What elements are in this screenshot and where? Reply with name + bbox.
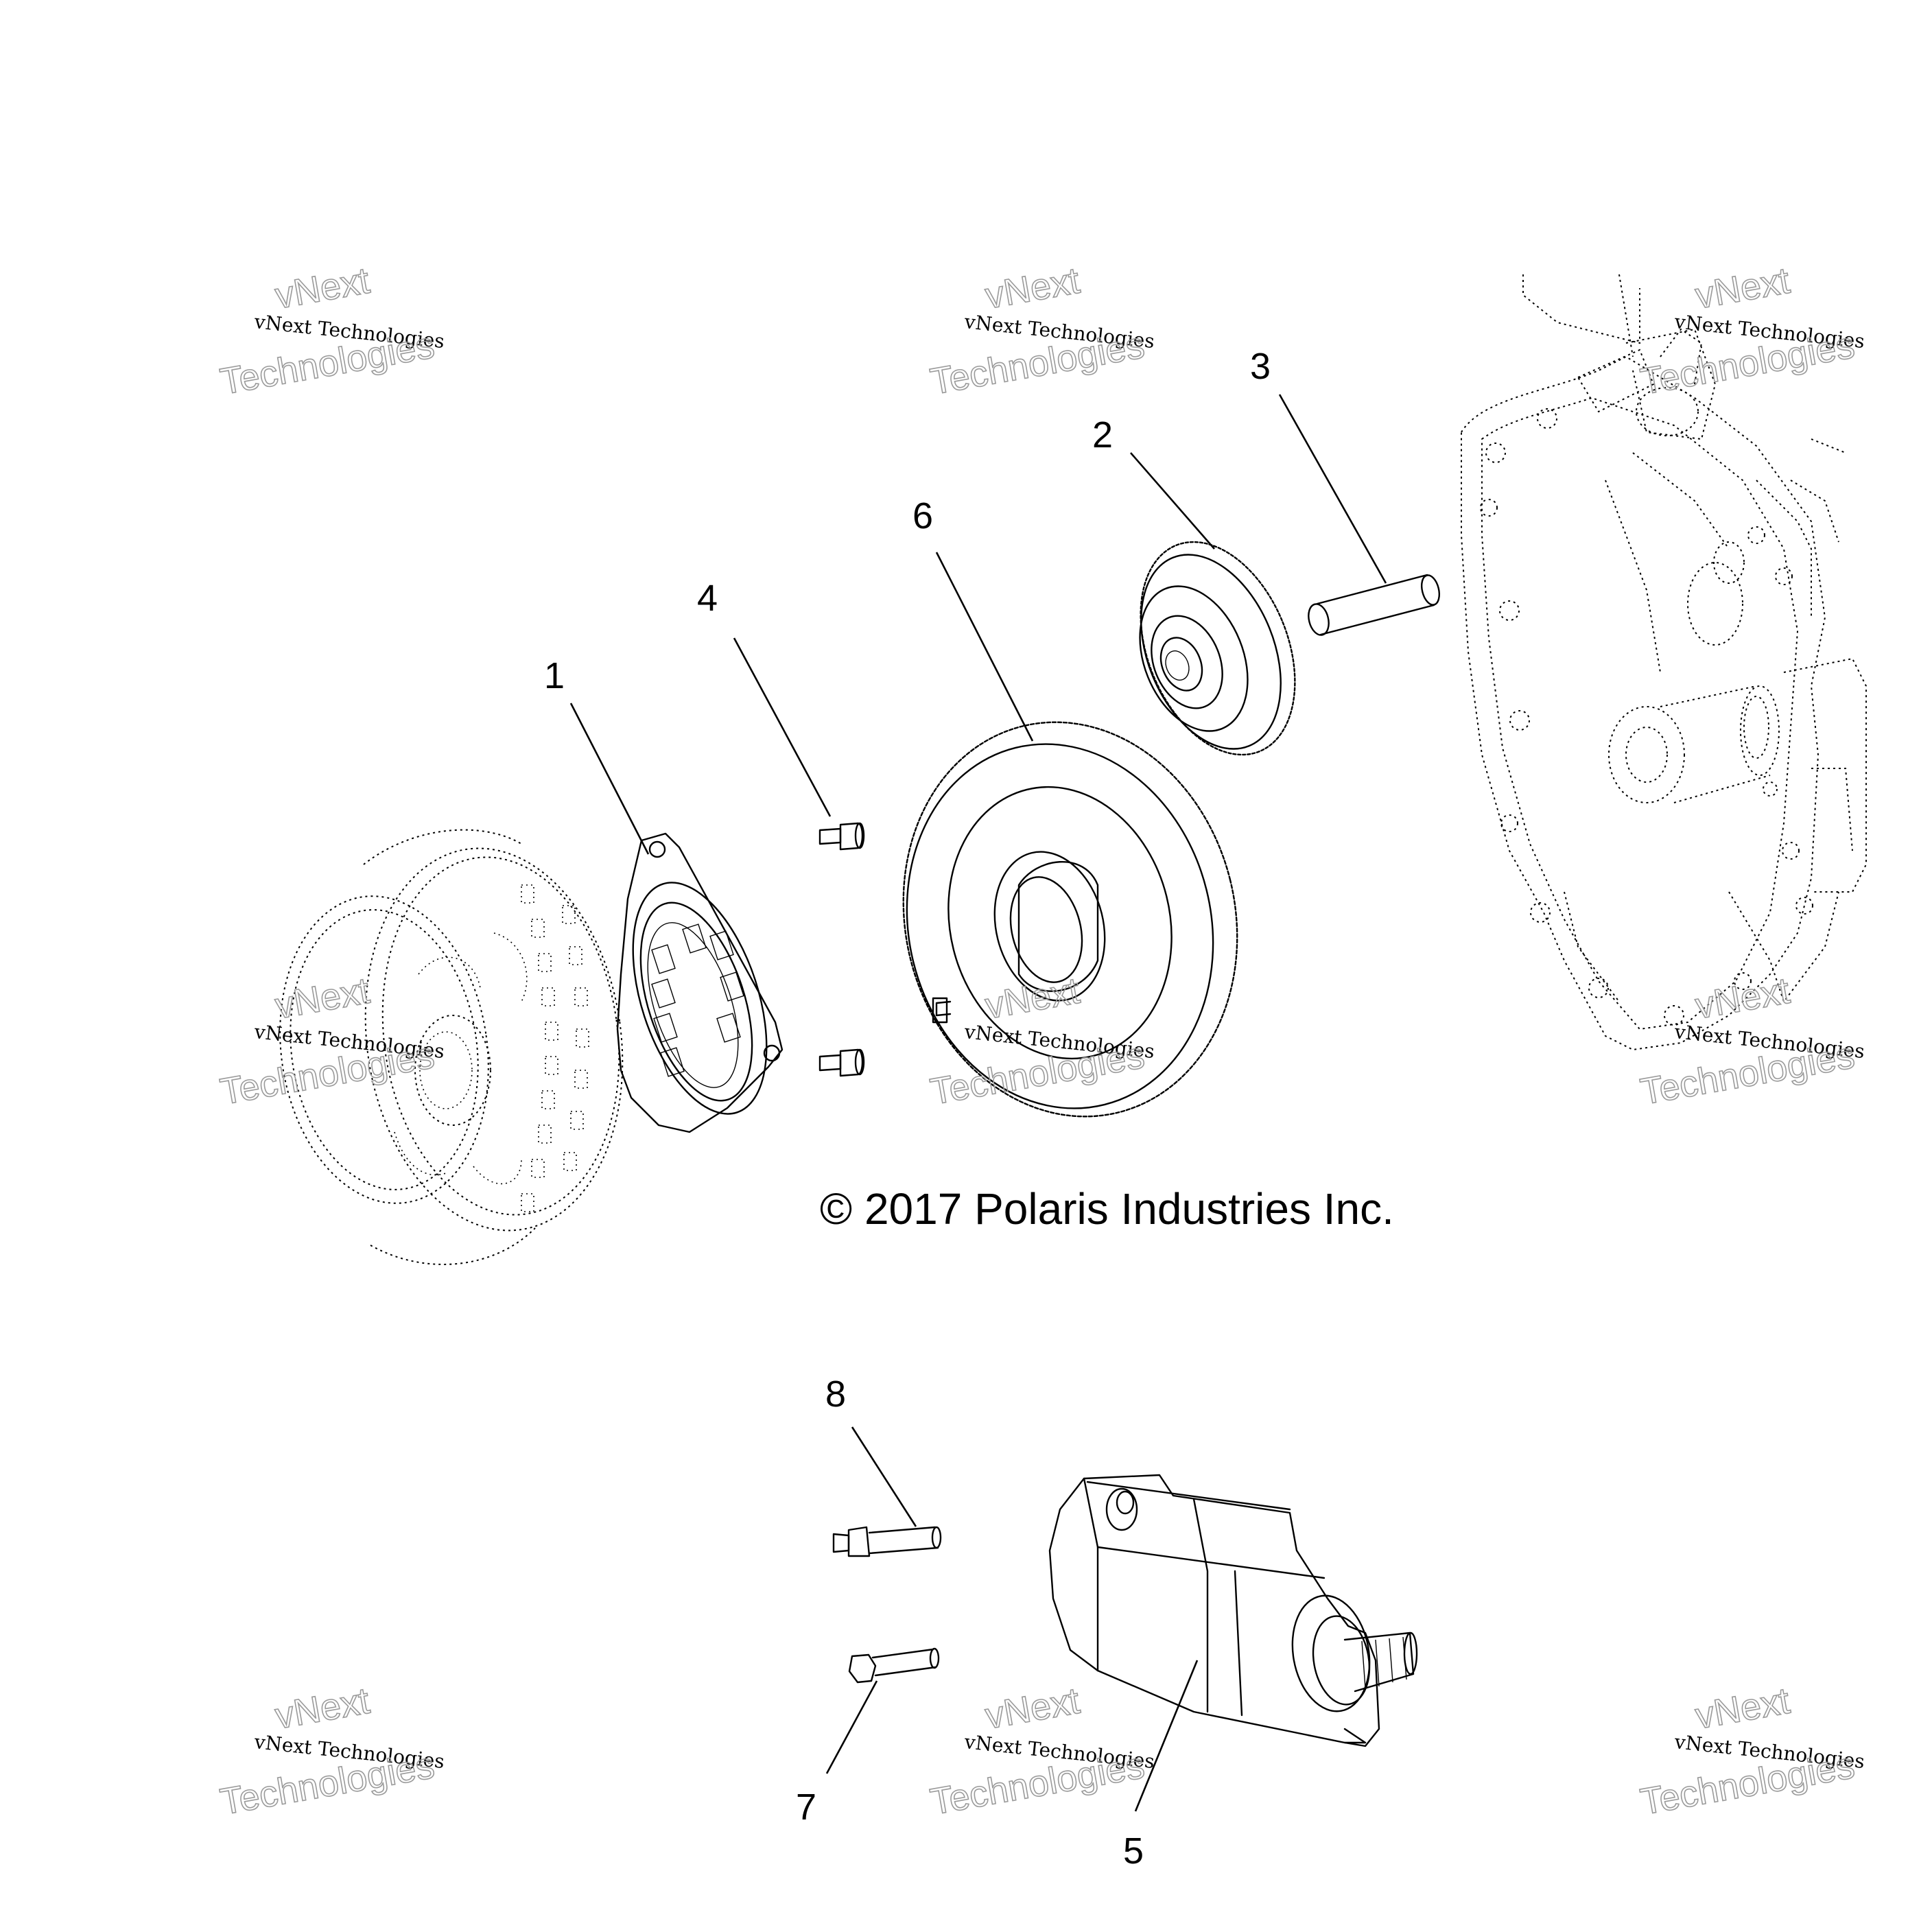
watermark-top-center: vNext vNext Technologies Technologies: [927, 259, 1155, 403]
leader-line-3: [1278, 394, 1387, 584]
callout-leader-lines: [569, 394, 1387, 1812]
callout-8: 8: [825, 1374, 846, 1415]
watermark-text-big-a: vNext: [982, 260, 1083, 317]
leader-line-1: [569, 703, 650, 855]
watermark-middle-center: vNext vNext Technologies Technologies: [927, 969, 1155, 1114]
callout-1: 1: [544, 655, 565, 696]
copyright-notice: © 2017 Polaris Industries Inc.: [820, 1184, 1394, 1234]
watermark-text-big-a: vNext: [1693, 260, 1793, 317]
leader-line-7: [825, 1680, 878, 1774]
watermark-middle-right: vNext vNext Technologies Technologies: [1637, 969, 1865, 1114]
idler-shaft-drawing: [1308, 574, 1441, 636]
leader-line-6: [935, 552, 1034, 742]
callout-4: 4: [697, 578, 718, 619]
watermark-bottom-center: vNext vNext Technologies Technologies: [927, 1680, 1155, 1824]
leader-line-5: [1134, 1660, 1199, 1812]
callout-5: 5: [1123, 1830, 1144, 1872]
watermark-top-right: vNext vNext Technologies Technologies: [1637, 259, 1865, 403]
starter-clutch-drawing: [616, 832, 784, 1133]
starter-bolt-drawing: [848, 1647, 940, 1684]
watermark-top-left: vNext vNext Technologies Technologies: [217, 259, 445, 403]
watermark-text-big-a: vNext: [1693, 970, 1793, 1027]
watermark-middle-left: vNext vNext Technologies Technologies: [217, 969, 445, 1114]
watermark-bottom-right: vNext vNext Technologies Technologies: [1637, 1680, 1865, 1824]
idler-gear-drawing: [1139, 541, 1296, 756]
callout-2: 2: [1092, 414, 1113, 456]
engine-crankcase-drawing: [1461, 274, 1867, 1051]
watermark-text-big-a: vNext: [272, 1680, 373, 1737]
watermark-text-big-a: vNext: [1693, 1680, 1793, 1737]
leader-line-2: [1130, 452, 1215, 550]
callout-3: 3: [1250, 346, 1271, 387]
flywheel-rotor-drawing: [279, 829, 624, 1265]
watermark-text-big-a: vNext: [982, 970, 1083, 1027]
starter-driven-gear-drawing: [902, 721, 1238, 1118]
clutch-bolt-drawing: [818, 822, 865, 1077]
leader-line-8: [851, 1426, 917, 1527]
leader-line-4: [733, 637, 832, 817]
callout-7: 7: [796, 1787, 816, 1828]
watermark-bottom-left: vNext vNext Technologies Technologies: [217, 1680, 445, 1824]
starter-motor-drawing: [1048, 1474, 1418, 1747]
starter-stud-drawing: [832, 1526, 942, 1557]
callout-6: 6: [912, 495, 933, 537]
watermark-text-big-a: vNext: [982, 1680, 1083, 1737]
watermark-text-big-a: vNext: [272, 260, 373, 317]
